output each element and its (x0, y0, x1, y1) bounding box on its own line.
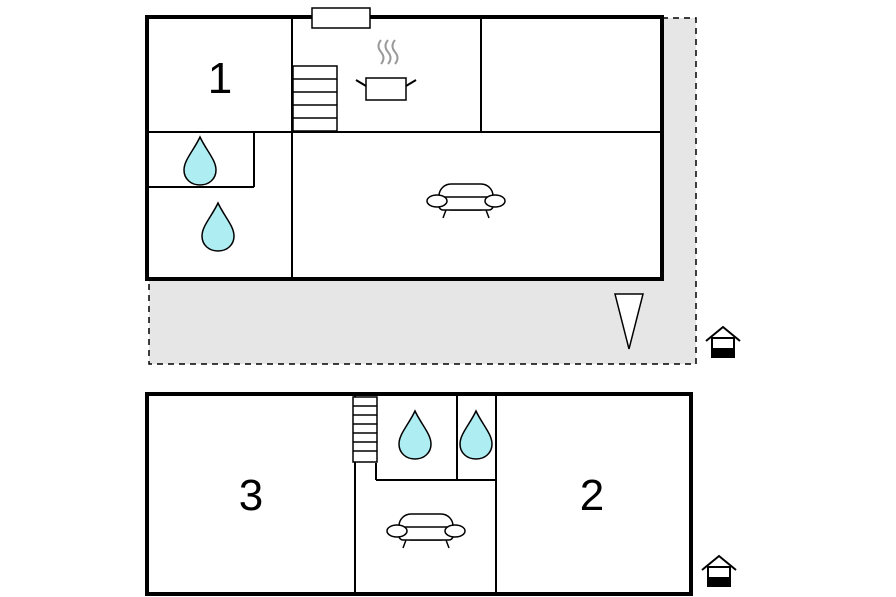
upper-floor: 1 (145, 7, 697, 365)
stairs-icon (292, 65, 338, 132)
entrance-arrow-icon (614, 293, 644, 350)
house-floor-icon (701, 555, 737, 587)
house-floor-icon (705, 326, 741, 358)
room-label-2: 2 (580, 471, 604, 520)
cooking-pot-icon (355, 39, 417, 101)
interior-walls (147, 17, 662, 279)
room-label-3: 3 (239, 471, 263, 520)
room-label-1: 1 (208, 54, 232, 103)
upper-floor-outline (145, 15, 664, 281)
lower-floor: 3 2 (145, 392, 693, 596)
stairs-icon (352, 396, 378, 463)
window (311, 7, 371, 29)
